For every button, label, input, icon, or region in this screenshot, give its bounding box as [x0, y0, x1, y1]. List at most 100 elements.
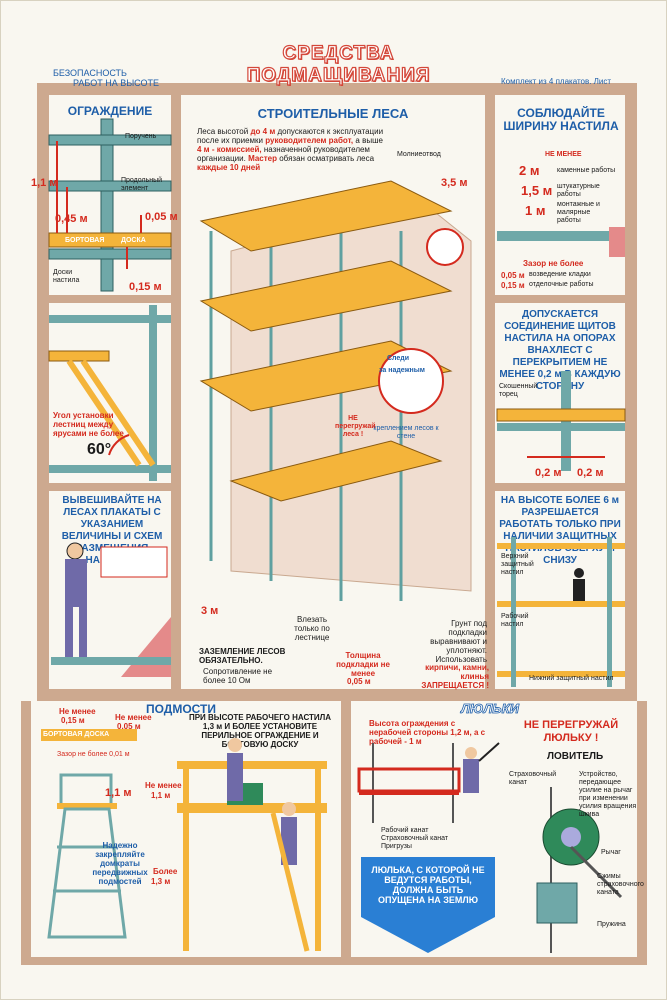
- overlap-d1: 0,2 м: [535, 467, 562, 479]
- gap-2: 0,15 м: [501, 281, 525, 290]
- overlap-illustration: [496, 371, 626, 471]
- nm11-2: 1,1 м: [151, 791, 171, 800]
- overlap-d2: 0,2 м: [577, 467, 604, 479]
- lesa-intro: Леса высотой до 4 м допускаются к эксплу…: [197, 127, 384, 172]
- frame-left: [37, 83, 49, 693]
- pad-1: Толщина подкладки не менее: [336, 651, 390, 678]
- podmosti-note: ПРИ ВЫСОТЕ РАБОЧЕГО НАСТИЛА 1,3 м И БОЛЕ…: [188, 713, 332, 749]
- nm005-1: Не менее: [115, 713, 152, 722]
- cradle-illustration: [357, 742, 500, 823]
- lesa-title: СТРОИТЕЛЬНЫЕ ЛЕСА: [257, 106, 409, 121]
- deck-work-label: Рабочий настил: [501, 613, 529, 628]
- catcher-illustration: [536, 787, 623, 953]
- protective-decks-illustration: [497, 537, 625, 687]
- railing-illustration: [48, 118, 172, 292]
- rab-kanat: Рабочий канат: [381, 827, 429, 834]
- bort-label-2: ДОСКА: [121, 237, 146, 244]
- worker-bricks-illustration: [51, 542, 171, 677]
- no-overload-cradle: НЕ ПЕРЕГРУЖАЙ ЛЮЛЬКУ !: [523, 719, 619, 744]
- gap-label: Зазор не более: [523, 259, 584, 268]
- frame-bottom-left: [21, 701, 31, 963]
- gap-1-text: возведение кладки: [529, 271, 591, 278]
- frame-right: [625, 83, 637, 693]
- lyulki-title: ЛЮЛЬКИ: [461, 701, 520, 717]
- dim-0-05: 0,05 м: [145, 211, 178, 223]
- ladder-illustration: [48, 305, 171, 481]
- jacks-label: Надежно закрепляйте домкраты передвижных…: [92, 841, 148, 886]
- soil-1: Грунт под подкладки выравнивают и уплотн…: [430, 619, 487, 664]
- podmosti-title: ПОДМОСТИ: [145, 702, 216, 716]
- frame-bottom-right: [637, 701, 647, 963]
- w15: 1,5 м: [521, 183, 553, 198]
- frame-mid: [37, 689, 637, 701]
- w1: 1 м: [525, 203, 546, 218]
- frame-row1-right: [495, 295, 625, 303]
- ground-2: Сопротивление не более 10 Ом: [203, 667, 273, 685]
- podmosti-d11: 1,1 м: [105, 787, 132, 799]
- frame-row1-left: [49, 295, 171, 303]
- catcher-lever: Рычаг: [601, 849, 621, 856]
- kit-label: Комплект из 4 плакатов. Лист: [501, 77, 612, 86]
- watch-3: креплением лесов к стене: [373, 425, 439, 440]
- watch-1: Следи: [387, 355, 410, 362]
- ladder-angle: 60°: [87, 441, 112, 458]
- deck-bottom-label: Нижний защитный настил: [529, 675, 614, 682]
- soil-2: кирпичи, камни, клинья ЗАПРЕЩАЕТСЯ !: [421, 663, 489, 690]
- shirina-min: НЕ МЕНЕЕ: [545, 151, 582, 158]
- nahlest-title: ДОПУСКАЕТСЯ СОЕДИНЕНИЕ ЩИТОВ НАСТИЛА НА …: [499, 309, 621, 392]
- frame-row2-left: [49, 483, 171, 491]
- catcher-device: Устройство, передающее усилие на рычаг п…: [579, 771, 637, 818]
- prodolny-label: Продольный элемент: [121, 177, 163, 192]
- prigruzy: Пригрузы: [381, 843, 412, 850]
- ladder-angle-text: Угол установки лестниц между ярусами не …: [53, 411, 124, 438]
- scaffold-illustration: [199, 180, 472, 601]
- dim-0-15: 0,15 м: [129, 281, 162, 293]
- doski-label: Доски настила: [53, 269, 80, 284]
- catcher-title: ЛОВИТЕЛЬ: [547, 751, 604, 762]
- podmosti-bort: БОРТОВАЯ ДОСКА: [41, 729, 137, 741]
- cradle-down-arrow: [361, 857, 495, 953]
- no-overload-scaffold: НЕ перегружай леса !: [335, 415, 376, 438]
- poruchen-label: Поручень: [125, 133, 157, 140]
- torets-label: Скошенный торец: [499, 383, 538, 398]
- mobile-tower-illustration: [47, 773, 127, 939]
- cradle-height: Высота ограждения с нерабочей стороны 1,…: [369, 719, 486, 746]
- shirina-title: СОБЛЮДАЙТЕ ШИРИНУ НАСТИЛА: [503, 106, 619, 133]
- width-illustration: [497, 227, 625, 257]
- w1-text: монтажные и малярные работы: [557, 201, 600, 224]
- series-line2: РАБОТ НА ВЫСОТЕ: [73, 78, 159, 88]
- watch-2: за надежным: [379, 367, 425, 374]
- bort-label-1: БОРТОВАЯ: [65, 237, 105, 244]
- cradle-arrow-text: ЛЮЛЬКА, С КОТОРОЙ НЕ ВЕДУТСЯ РАБОТЫ, ДОЛ…: [371, 865, 485, 905]
- b13-1: Более: [153, 867, 178, 876]
- series-line1: БЕЗОПАСНОСТЬ: [53, 68, 127, 78]
- w2-text: каменные работы: [557, 167, 616, 174]
- fixed-platform-illustration: [177, 738, 327, 952]
- dim-0-45: 0,45 м: [55, 213, 88, 225]
- w2: 2 м: [519, 163, 540, 178]
- climb-label: Влезать только по лестнице: [294, 615, 330, 642]
- frame-bottom-div: [341, 701, 351, 963]
- ground-1: ЗАЗЕМЛЕНИЕ ЛЕСОВ ОБЯЗАТЕЛЬНО.: [199, 647, 286, 665]
- catcher-jaws: Сжимы страховочного каната: [597, 873, 644, 896]
- b13-2: 1,3 м: [151, 877, 171, 886]
- dim-3: 3 м: [201, 605, 219, 617]
- nm015-2: 0,15 м: [61, 716, 85, 725]
- catcher-rope: Страховочный канат: [509, 771, 557, 786]
- gap-1: 0,05 м: [501, 271, 525, 280]
- nm11-1: Не менее: [145, 781, 182, 790]
- dim-3-5: 3,5 м: [441, 177, 468, 189]
- frame-row2-right: [495, 483, 625, 491]
- dim-1-1: 1,1 м: [31, 177, 58, 189]
- frame-col1: [171, 95, 181, 693]
- frame-top: [37, 83, 637, 95]
- ograzhdenie-title: ОГРАЖДЕНИЕ: [67, 104, 153, 118]
- deck-top-label: Верхний защитный настил: [501, 553, 534, 576]
- nm005-2: 0,05 м: [117, 722, 141, 731]
- catcher-spring: Пружина: [597, 921, 626, 928]
- frame-col2: [485, 95, 495, 693]
- frame-bottom-base: [21, 957, 647, 965]
- podmosti-gap: Зазор не более 0,01 м: [57, 751, 130, 758]
- nm015-1: Не менее: [59, 707, 96, 716]
